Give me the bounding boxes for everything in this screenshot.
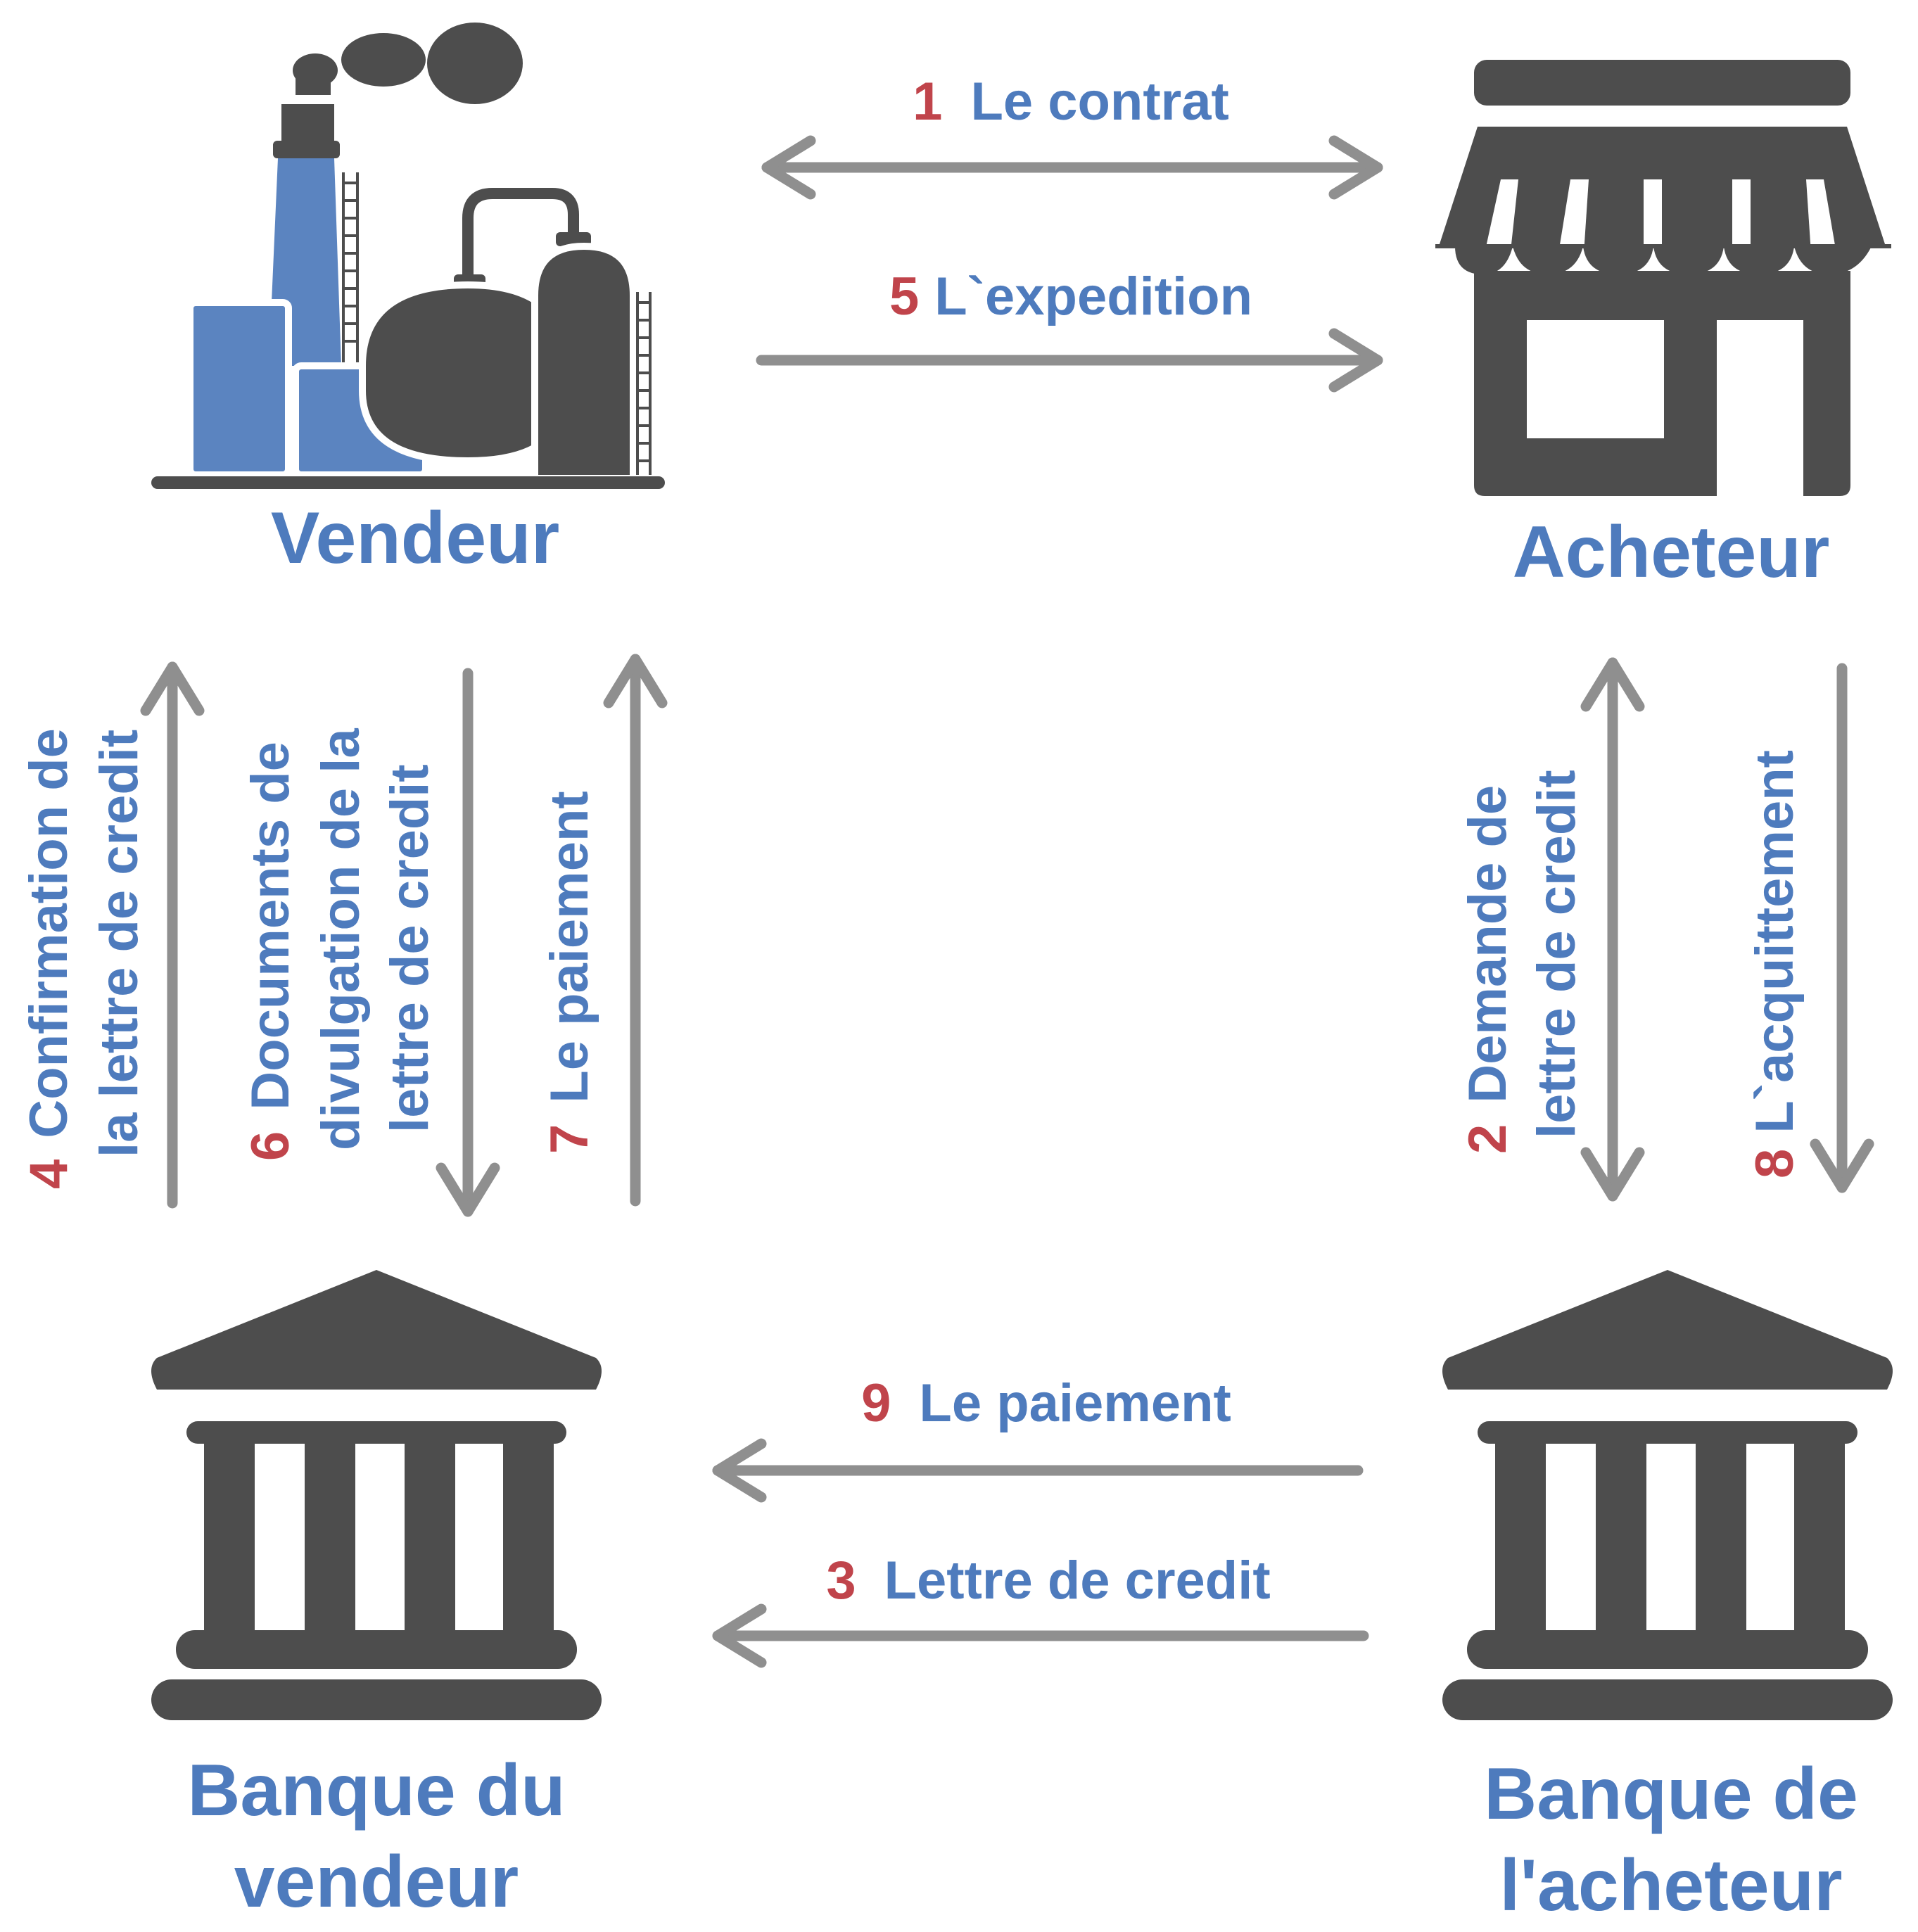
seller-bank-icon <box>151 1270 602 1720</box>
svg-text:8L`acquittement: 8 L`acquittement <box>1745 750 1805 1178</box>
arrow-step-4 <box>140 661 205 1209</box>
seller-label: Vendeur <box>271 497 559 579</box>
step-1-number: 1 <box>913 72 942 132</box>
step-9-text: Le paiement <box>919 1373 1231 1433</box>
step-7-number: 7 <box>540 1124 599 1154</box>
step-7-text: Le paiement <box>540 791 599 1102</box>
arrow-step-3 <box>712 1603 1369 1668</box>
buyer-bank-label-line1: Banque de <box>1484 1753 1858 1835</box>
seller-bank-label: Banque du vendeur <box>187 1750 565 1923</box>
buyer-bank-label: Banque de l'acheteur <box>1484 1753 1858 1926</box>
step-6-label: 6 Documents de divulgation de la lettre d… <box>241 728 440 1161</box>
step-6-number: 6 <box>241 1131 300 1161</box>
arrow-step-2 <box>1580 657 1645 1202</box>
step-6-line1: Documents de <box>241 742 300 1110</box>
svg-text:2Demande de: 2 Demande de <box>1458 785 1518 1154</box>
buyer-label: Acheteur <box>1513 511 1830 593</box>
arrow-step-7 <box>603 654 668 1207</box>
step-6-line2: divulgation de la <box>311 728 371 1150</box>
step-9-label: 9 Le paiement <box>861 1373 1231 1433</box>
step-3-label: 3 Lettre de credit <box>826 1551 1270 1610</box>
arrow-step-5 <box>756 328 1383 393</box>
step-4-number: 4 <box>19 1159 79 1189</box>
svg-text:4Confirmation de: 4 Confirmation de <box>19 728 79 1189</box>
arrow-step-9 <box>712 1438 1364 1503</box>
step-3-text: Lettre de credit <box>884 1551 1271 1610</box>
arrow-step-6 <box>436 668 500 1217</box>
factory-icon <box>151 23 665 489</box>
seller-bank-label-line2: vendeur <box>234 1841 519 1923</box>
step-9-number: 9 <box>861 1373 891 1433</box>
step-2-line1: Demande de <box>1458 785 1518 1103</box>
step-8-number: 8 <box>1745 1149 1805 1178</box>
step-2-label: 2 Demande de lettre de credit <box>1458 770 1587 1154</box>
step-3-number: 3 <box>826 1551 856 1610</box>
shop-icon <box>1435 60 1891 496</box>
step-2-number: 2 <box>1458 1124 1518 1154</box>
buyer-bank-icon <box>1442 1270 1893 1720</box>
step-4-line1: Confirmation de <box>19 728 79 1138</box>
seller-bank-label-line1: Banque du <box>187 1750 565 1831</box>
step-5-number: 5 <box>889 267 919 326</box>
arrow-step-8 <box>1810 663 1874 1193</box>
step-7-label: 7 Le paiement <box>540 791 599 1154</box>
step-6-line3: lettre de credit <box>380 764 440 1133</box>
arrow-step-1 <box>761 135 1383 200</box>
step-8-text: L`acquittement <box>1745 750 1805 1133</box>
step-4-label: 4 Confirmation de la lettre de credit <box>19 728 149 1189</box>
step-8-label: 8 L`acquittement <box>1745 750 1805 1178</box>
svg-text:7Le paiement: 7 Le paiement <box>540 791 599 1154</box>
step-5-label: 5 L`expedition <box>889 267 1252 326</box>
step-4-line2: la lettre de credit <box>89 730 149 1157</box>
step-2-line2: lettre de credit <box>1527 770 1587 1138</box>
svg-text:6Documents de: 6 Documents de <box>241 742 300 1161</box>
step-1-label: 1 Le contrat <box>913 72 1229 132</box>
step-1-text: Le contrat <box>970 72 1228 132</box>
step-5-text: L`expedition <box>934 267 1252 326</box>
buyer-bank-label-line2: l'acheteur <box>1499 1845 1842 1926</box>
